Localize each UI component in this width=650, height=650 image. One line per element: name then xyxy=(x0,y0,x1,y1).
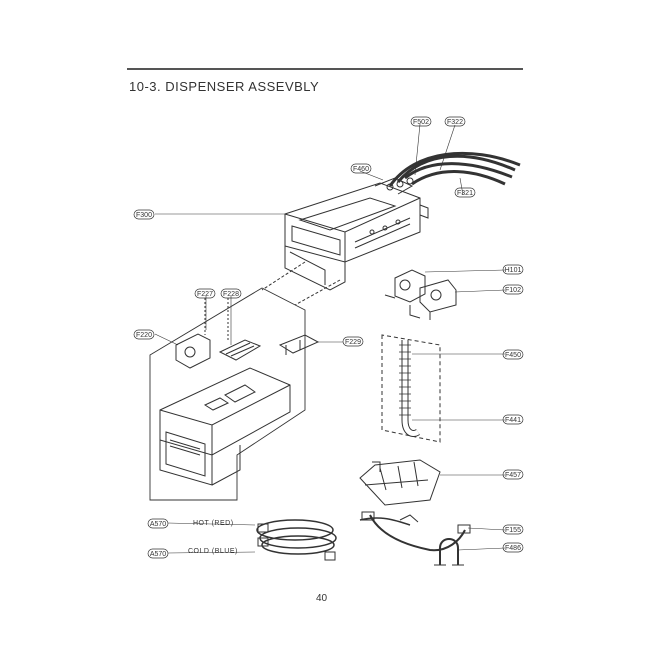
header-rule xyxy=(127,68,523,70)
leader-lines xyxy=(154,123,506,554)
drawer-assembly xyxy=(149,287,306,501)
callout-c4: F321 xyxy=(457,190,473,197)
water-valve xyxy=(384,269,457,320)
inlet-hoses xyxy=(256,519,337,561)
hose-box xyxy=(381,334,441,443)
callout-c6: F227 xyxy=(197,291,213,298)
wire-harness xyxy=(359,511,471,552)
callout-c7: F228 xyxy=(223,291,239,298)
callout-c12: F450 xyxy=(505,352,521,359)
callout-c9: F229 xyxy=(345,339,361,346)
callout-c8: F220 xyxy=(136,332,152,339)
callout-c1: F502 xyxy=(413,119,429,126)
callout-c2: F322 xyxy=(447,119,463,126)
section-title: 10-3. DISPENSER ASSEVBLY xyxy=(129,79,320,94)
callout-c5: F300 xyxy=(136,212,152,219)
callout-c17: A570 xyxy=(150,521,166,528)
callout-ovals xyxy=(133,116,524,559)
cold-hose-label: COLD (BLUE) xyxy=(188,548,238,555)
callout-c16: F486 xyxy=(505,545,521,552)
tube-set xyxy=(386,151,521,191)
callout-c15: F155 xyxy=(505,527,521,534)
drawer-small-parts xyxy=(175,298,320,369)
callout-c13: F441 xyxy=(505,417,521,424)
callout-c14: F457 xyxy=(505,472,521,479)
callout-c11: F102 xyxy=(505,287,521,294)
page-number: 40 xyxy=(316,593,328,604)
callout-c10: H101 xyxy=(505,267,522,274)
callout-c18: A570 xyxy=(150,551,166,558)
hot-hose-label: HOT (RED) xyxy=(193,520,234,527)
bracket-clip xyxy=(359,459,441,506)
dispenser-housing xyxy=(284,177,429,291)
u-clamp xyxy=(434,538,464,566)
callout-c3: F460 xyxy=(353,166,369,173)
